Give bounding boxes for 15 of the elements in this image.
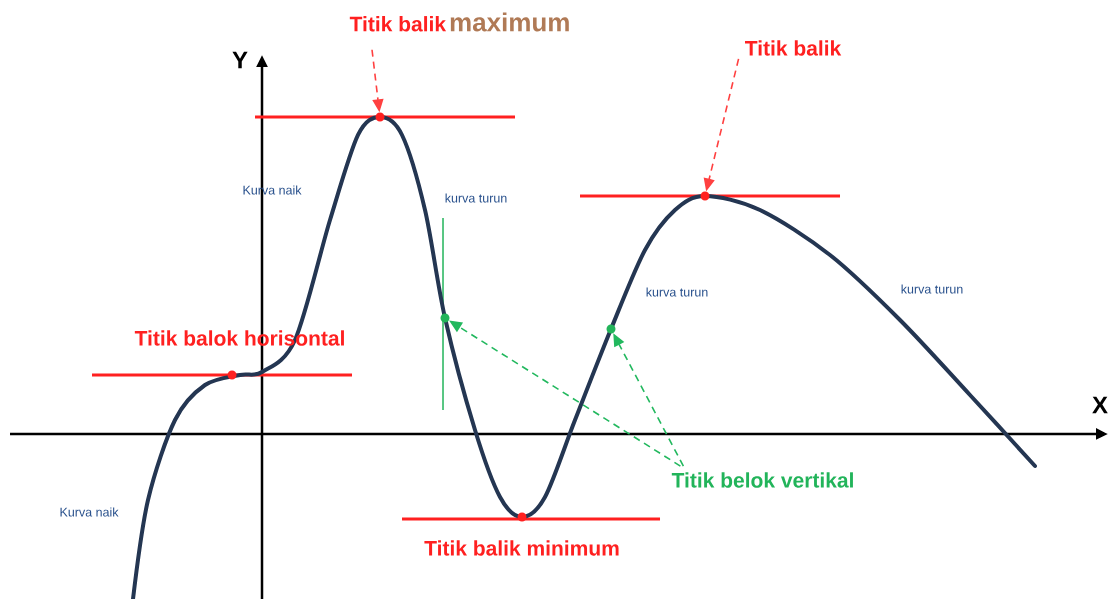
- point-marker: [440, 313, 450, 323]
- point-marker: [375, 112, 385, 122]
- point-label: Titik balik minimum: [424, 540, 619, 556]
- point-marker: [606, 324, 616, 334]
- curve-label: kurva turun: [445, 193, 507, 203]
- curve-label: Kurva naik: [60, 507, 119, 517]
- axis-label: X: [1092, 396, 1108, 414]
- point-marker: [700, 191, 710, 201]
- leader-arrow: [449, 320, 682, 467]
- curve-label: kurva turun: [901, 284, 963, 294]
- curve-label: kurva turun: [646, 287, 708, 297]
- axis-label: Y: [232, 51, 248, 69]
- callout-label: Titik balik maximum: [349, 12, 569, 32]
- callout-label: Titik belok vertikal: [671, 472, 853, 488]
- callout-label: Titik balik: [745, 40, 842, 56]
